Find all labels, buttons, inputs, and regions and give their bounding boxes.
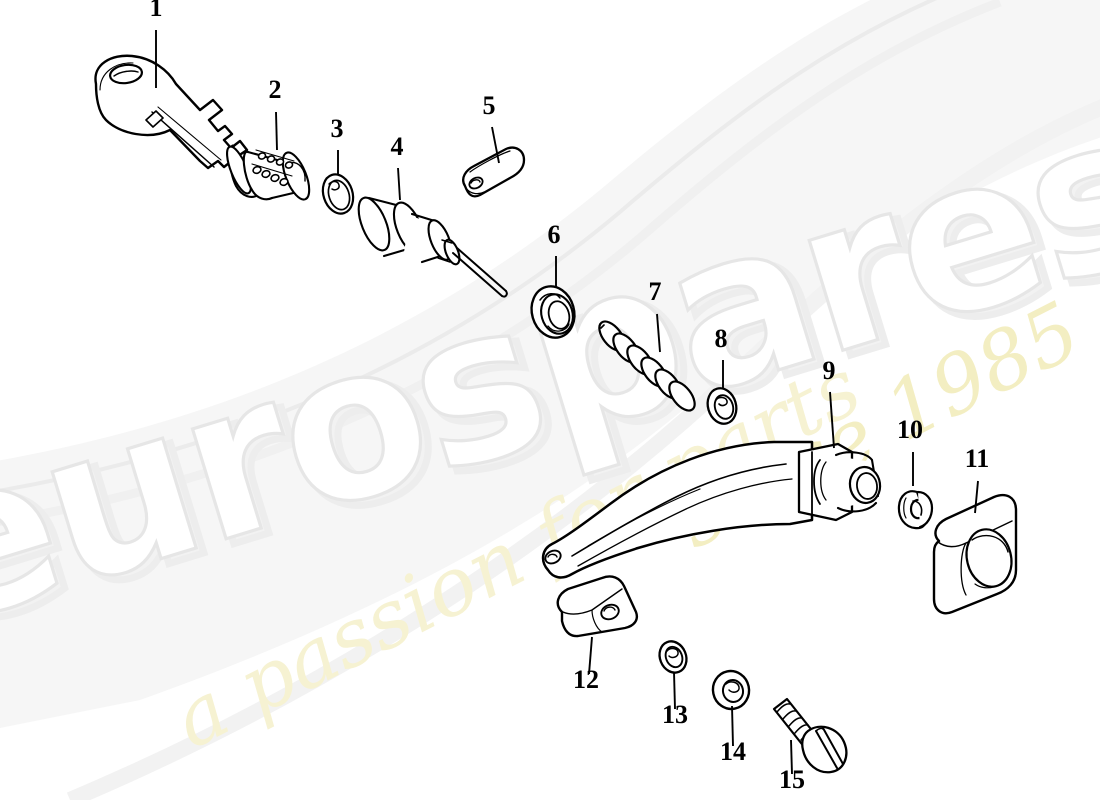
part-flat-ring-washer: [321, 173, 355, 215]
callout-number: 8: [715, 324, 728, 353]
leader-line: [588, 636, 593, 675]
callout-handle-seal-gasket: 11: [965, 444, 990, 514]
leader-line: [656, 313, 661, 353]
callout-plain-washer: 14: [720, 705, 746, 766]
part-lock-cylinder-core: [226, 144, 311, 201]
callout-number: 15: [779, 765, 805, 794]
part-door-handle: [541, 440, 882, 579]
callout-number: 10: [897, 415, 923, 444]
callout-number: 12: [573, 665, 599, 694]
callout-key: 1: [150, 0, 163, 88]
callout-number: 11: [965, 444, 990, 473]
callout-flat-ring-washer: 3: [331, 114, 344, 174]
callout-door-handle: 9: [823, 356, 836, 449]
part-base-plate: [556, 575, 639, 638]
leader-line: [790, 739, 793, 775]
callout-lock-barrel-with-shaft: 4: [391, 132, 404, 201]
callout-number: 4: [391, 132, 404, 161]
callout-lock-washer: 13: [662, 671, 688, 729]
callout-lock-cylinder-core: 2: [269, 75, 282, 151]
callout-base-plate: 12: [573, 636, 599, 694]
callout-number: 1: [150, 0, 163, 22]
callout-number: 9: [823, 356, 836, 385]
callout-number: 5: [483, 91, 496, 120]
leader-line: [829, 391, 835, 449]
leader-line: [731, 705, 734, 747]
callout-number: 6: [548, 220, 561, 249]
callout-number: 13: [662, 700, 688, 729]
part-spacer-ring: [530, 285, 576, 339]
callout-coil-spring: 7: [649, 277, 662, 353]
callout-number: 3: [331, 114, 344, 143]
part-plain-washer: [711, 669, 751, 711]
part-key: [94, 54, 249, 170]
callout-retaining-c-clip: 10: [897, 415, 923, 486]
leader-line: [275, 111, 278, 151]
part-small-washer: [706, 387, 738, 425]
leader-line: [673, 671, 676, 710]
callout-retaining-tab-plate: 5: [483, 91, 500, 164]
part-retaining-tab-plate: [462, 146, 526, 198]
part-coil-spring: [598, 320, 696, 412]
callout-number: 7: [649, 277, 662, 306]
part-lock-washer: [658, 640, 688, 674]
part-slotted-screw: [772, 697, 848, 774]
part-retaining-c-clip: [897, 490, 934, 530]
leader-line: [397, 167, 401, 201]
callout-number: 2: [269, 75, 282, 104]
part-handle-seal-gasket: [932, 493, 1018, 615]
callout-slotted-screw: 15: [779, 739, 805, 794]
callout-spacer-ring: 6: [548, 220, 561, 288]
callout-number: 14: [720, 737, 746, 766]
leader-line: [974, 480, 979, 514]
part-lock-barrel-with-shaft: [357, 196, 508, 298]
leader-line: [491, 126, 500, 164]
callout-small-washer: 8: [715, 324, 728, 388]
